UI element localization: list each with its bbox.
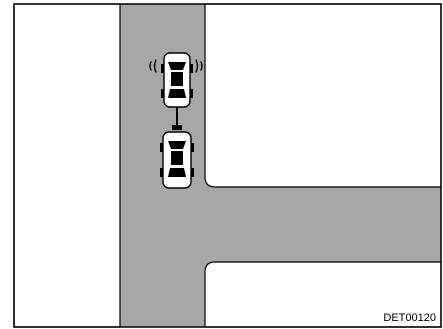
figure-code: DET00120 (383, 312, 436, 324)
left-block (13, 3, 121, 328)
car-top-view-icon (161, 52, 193, 108)
vibration-lines-icon (149, 59, 203, 73)
towed-vehicle (160, 131, 194, 189)
car-top-view-icon (160, 131, 194, 189)
figure-frame (13, 3, 442, 328)
tow-bar (172, 107, 182, 130)
lead-vehicle (161, 52, 193, 108)
upper-right-block (204, 3, 442, 188)
